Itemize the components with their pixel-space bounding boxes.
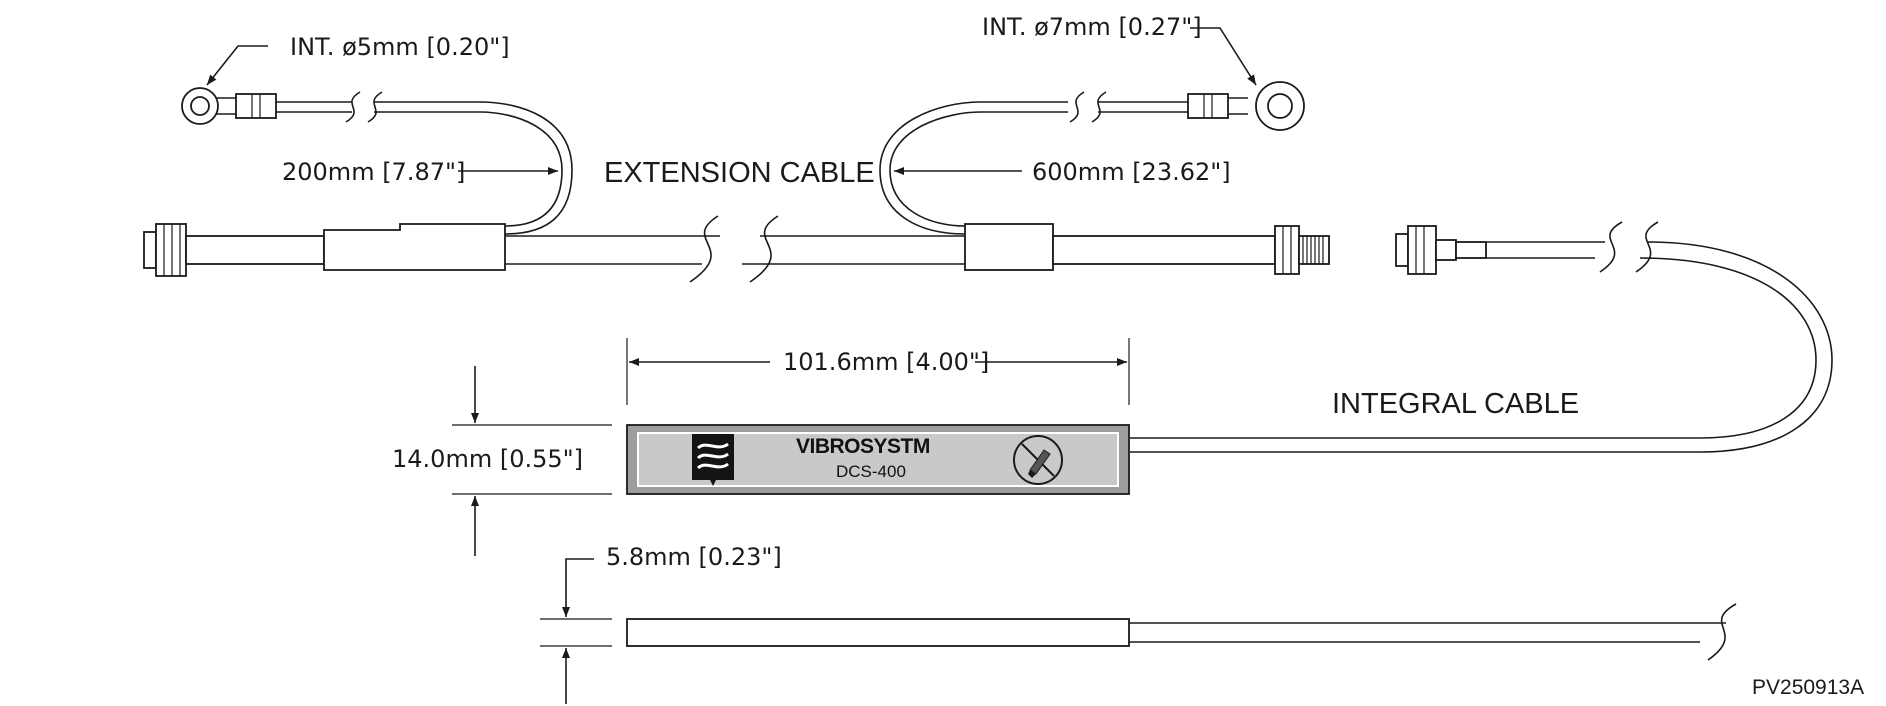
sensor-brand: VIBROSYSTM (796, 435, 930, 458)
integral-break-right (1635, 221, 1659, 273)
integral-sma-connector (1395, 225, 1487, 275)
ring-right-dimension: INT. ø7mm [0.27"] (982, 13, 1202, 41)
lead-right-length: 600mm [23.62"] (1032, 158, 1231, 186)
no-screwdriver-icon (1013, 435, 1063, 485)
left-sma-connector (143, 223, 325, 277)
integral-cable-label: INTEGRAL CABLE (1332, 388, 1579, 420)
right-ground-lead (879, 81, 1305, 235)
ring-left-dimension: INT. ø5mm [0.20"] (290, 33, 510, 61)
sensor-length-annotation: 101.6mm [4.00"] (626, 338, 1130, 405)
sensor-top-view: VIBROSYSTM DCS-400 (626, 424, 1130, 495)
lead-left-length-annotation: 200mm [7.87"] (282, 158, 558, 186)
cable-break-right (749, 215, 779, 283)
sensor-thickness: 5.8mm [0.23"] (606, 543, 782, 571)
vibrosystm-logo-icon (692, 434, 734, 486)
right-sma-connector (1274, 225, 1330, 275)
sensor-width: 14.0mm [0.55"] (392, 445, 583, 473)
ring-right-annotation: INT. ø7mm [0.27"] (982, 13, 1257, 86)
integral-cable (1130, 221, 1833, 453)
sensor-thickness-annotation: 5.8mm [0.23"] (540, 543, 782, 704)
integral-break-left (1599, 221, 1623, 273)
left-ground-lead (181, 87, 573, 235)
left-breakout-boot (323, 223, 506, 271)
lead-right-length-annotation: 600mm [23.62"] (894, 158, 1231, 186)
sensor-length: 101.6mm [4.00"] (783, 348, 989, 376)
right-breakout-boot (964, 223, 1054, 271)
extension-cable (143, 81, 1330, 283)
sensor-model: DCS-400 (836, 462, 906, 481)
sensor-width-annotation: 14.0mm [0.55"] (392, 366, 612, 556)
ring-left-annotation: INT. ø5mm [0.20"] (206, 33, 510, 86)
drawing-number: PV250913A (1752, 676, 1864, 699)
cable-break-left (689, 215, 719, 283)
extension-cable-label: EXTENSION CABLE (604, 157, 875, 189)
lead-left-length: 200mm [7.87"] (282, 158, 465, 186)
sensor-side-view (626, 603, 1737, 661)
